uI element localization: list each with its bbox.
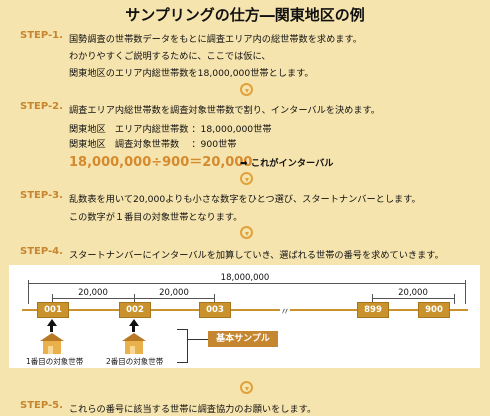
span-tick — [28, 280, 29, 304]
step-1-label: STEP-1. — [20, 30, 63, 41]
household-box-899: 899 — [357, 302, 389, 318]
step-2-line-2: 関東地区 エリア内総世帯数 ：18,000,000世帯 — [69, 124, 272, 135]
interval-formula: 18,000,000÷900＝20,000 — [69, 155, 253, 170]
step-1-line-3: 関東地区のエリア内総世帯数を18,000,000世帯とします。 — [69, 68, 314, 79]
basic-sample-tag: 基本サンプル — [208, 331, 278, 347]
down-arrow-icon — [240, 226, 253, 239]
step-3-line-1: 乱数表を用いて20,000よりも小さな数字をひとつ選び、スタートナンバーとします… — [69, 194, 421, 205]
house-icon — [122, 333, 146, 354]
step-2-line-3: 関東地区 調査対象世帯数 ：900世帯 — [69, 139, 237, 150]
household-box-002: 002 — [119, 302, 151, 318]
interval-span-line — [134, 298, 214, 299]
step-3-line-2: この数字が１番目の対象世帯となります。 — [69, 212, 243, 223]
total-label: 18,000,000 — [190, 273, 300, 283]
interval-label: 20,000 — [159, 288, 189, 298]
down-arrow-icon — [240, 381, 253, 394]
interval-span-line — [52, 298, 134, 299]
span-tick — [52, 294, 53, 304]
household-caption-1: 1番目の対象世帯 — [26, 357, 84, 366]
page-title: サンプリングの仕方―関東地区の例 — [125, 6, 365, 24]
household-box-001: 001 — [37, 302, 69, 318]
up-arrow-icon — [132, 326, 135, 332]
span-tick — [454, 294, 455, 304]
step-5-line-1: これらの番号に該当する世帯に調査協力のお願いをします。 — [69, 404, 317, 415]
step-2-label: STEP-2. — [20, 101, 63, 112]
up-arrow-icon — [47, 319, 57, 326]
step-4-line-1: スタートナンバーにインターバルを加算していき、選ばれる世帯の番号を求めていきます… — [69, 250, 444, 261]
household-box-003: 003 — [199, 302, 231, 318]
household-caption-2: 2番目の対象世帯 — [106, 357, 164, 366]
household-box-900: 900 — [418, 302, 450, 318]
up-arrow-icon — [50, 326, 53, 332]
break-mark: 〃 — [280, 303, 290, 318]
step-1-line-1: 国勢調査の世帯数データをもとに調査エリア内の総世帯数を求めます。 — [69, 34, 362, 45]
house-icon — [40, 333, 64, 354]
step-5-label: STEP-5. — [20, 400, 63, 411]
step-2-line-1: 調査エリア内総世帯数を調査対象世帯数で割り、インターバルを決めます。 — [69, 105, 380, 116]
sample-bracket — [177, 329, 188, 363]
step-4-label: STEP-4. — [20, 246, 63, 257]
span-tick — [214, 294, 215, 304]
total-span-line — [28, 283, 465, 284]
span-tick — [134, 294, 135, 304]
sample-bracket-connector — [187, 339, 208, 340]
interval-span-line — [372, 298, 454, 299]
span-tick — [372, 294, 373, 304]
up-arrow-icon — [129, 319, 139, 326]
step-1-line-2: わかりやすくご説明するために、ここでは仮に、 — [69, 51, 271, 62]
number-line — [22, 309, 468, 311]
interval-label: 20,000 — [78, 288, 108, 298]
interval-label: 20,000 — [398, 288, 428, 298]
step-3-label: STEP-3. — [20, 190, 63, 201]
span-tick — [465, 280, 466, 304]
interval-note: ➡ これがインターバル — [240, 158, 334, 169]
down-arrow-icon — [240, 83, 253, 96]
down-arrow-icon — [240, 172, 253, 185]
